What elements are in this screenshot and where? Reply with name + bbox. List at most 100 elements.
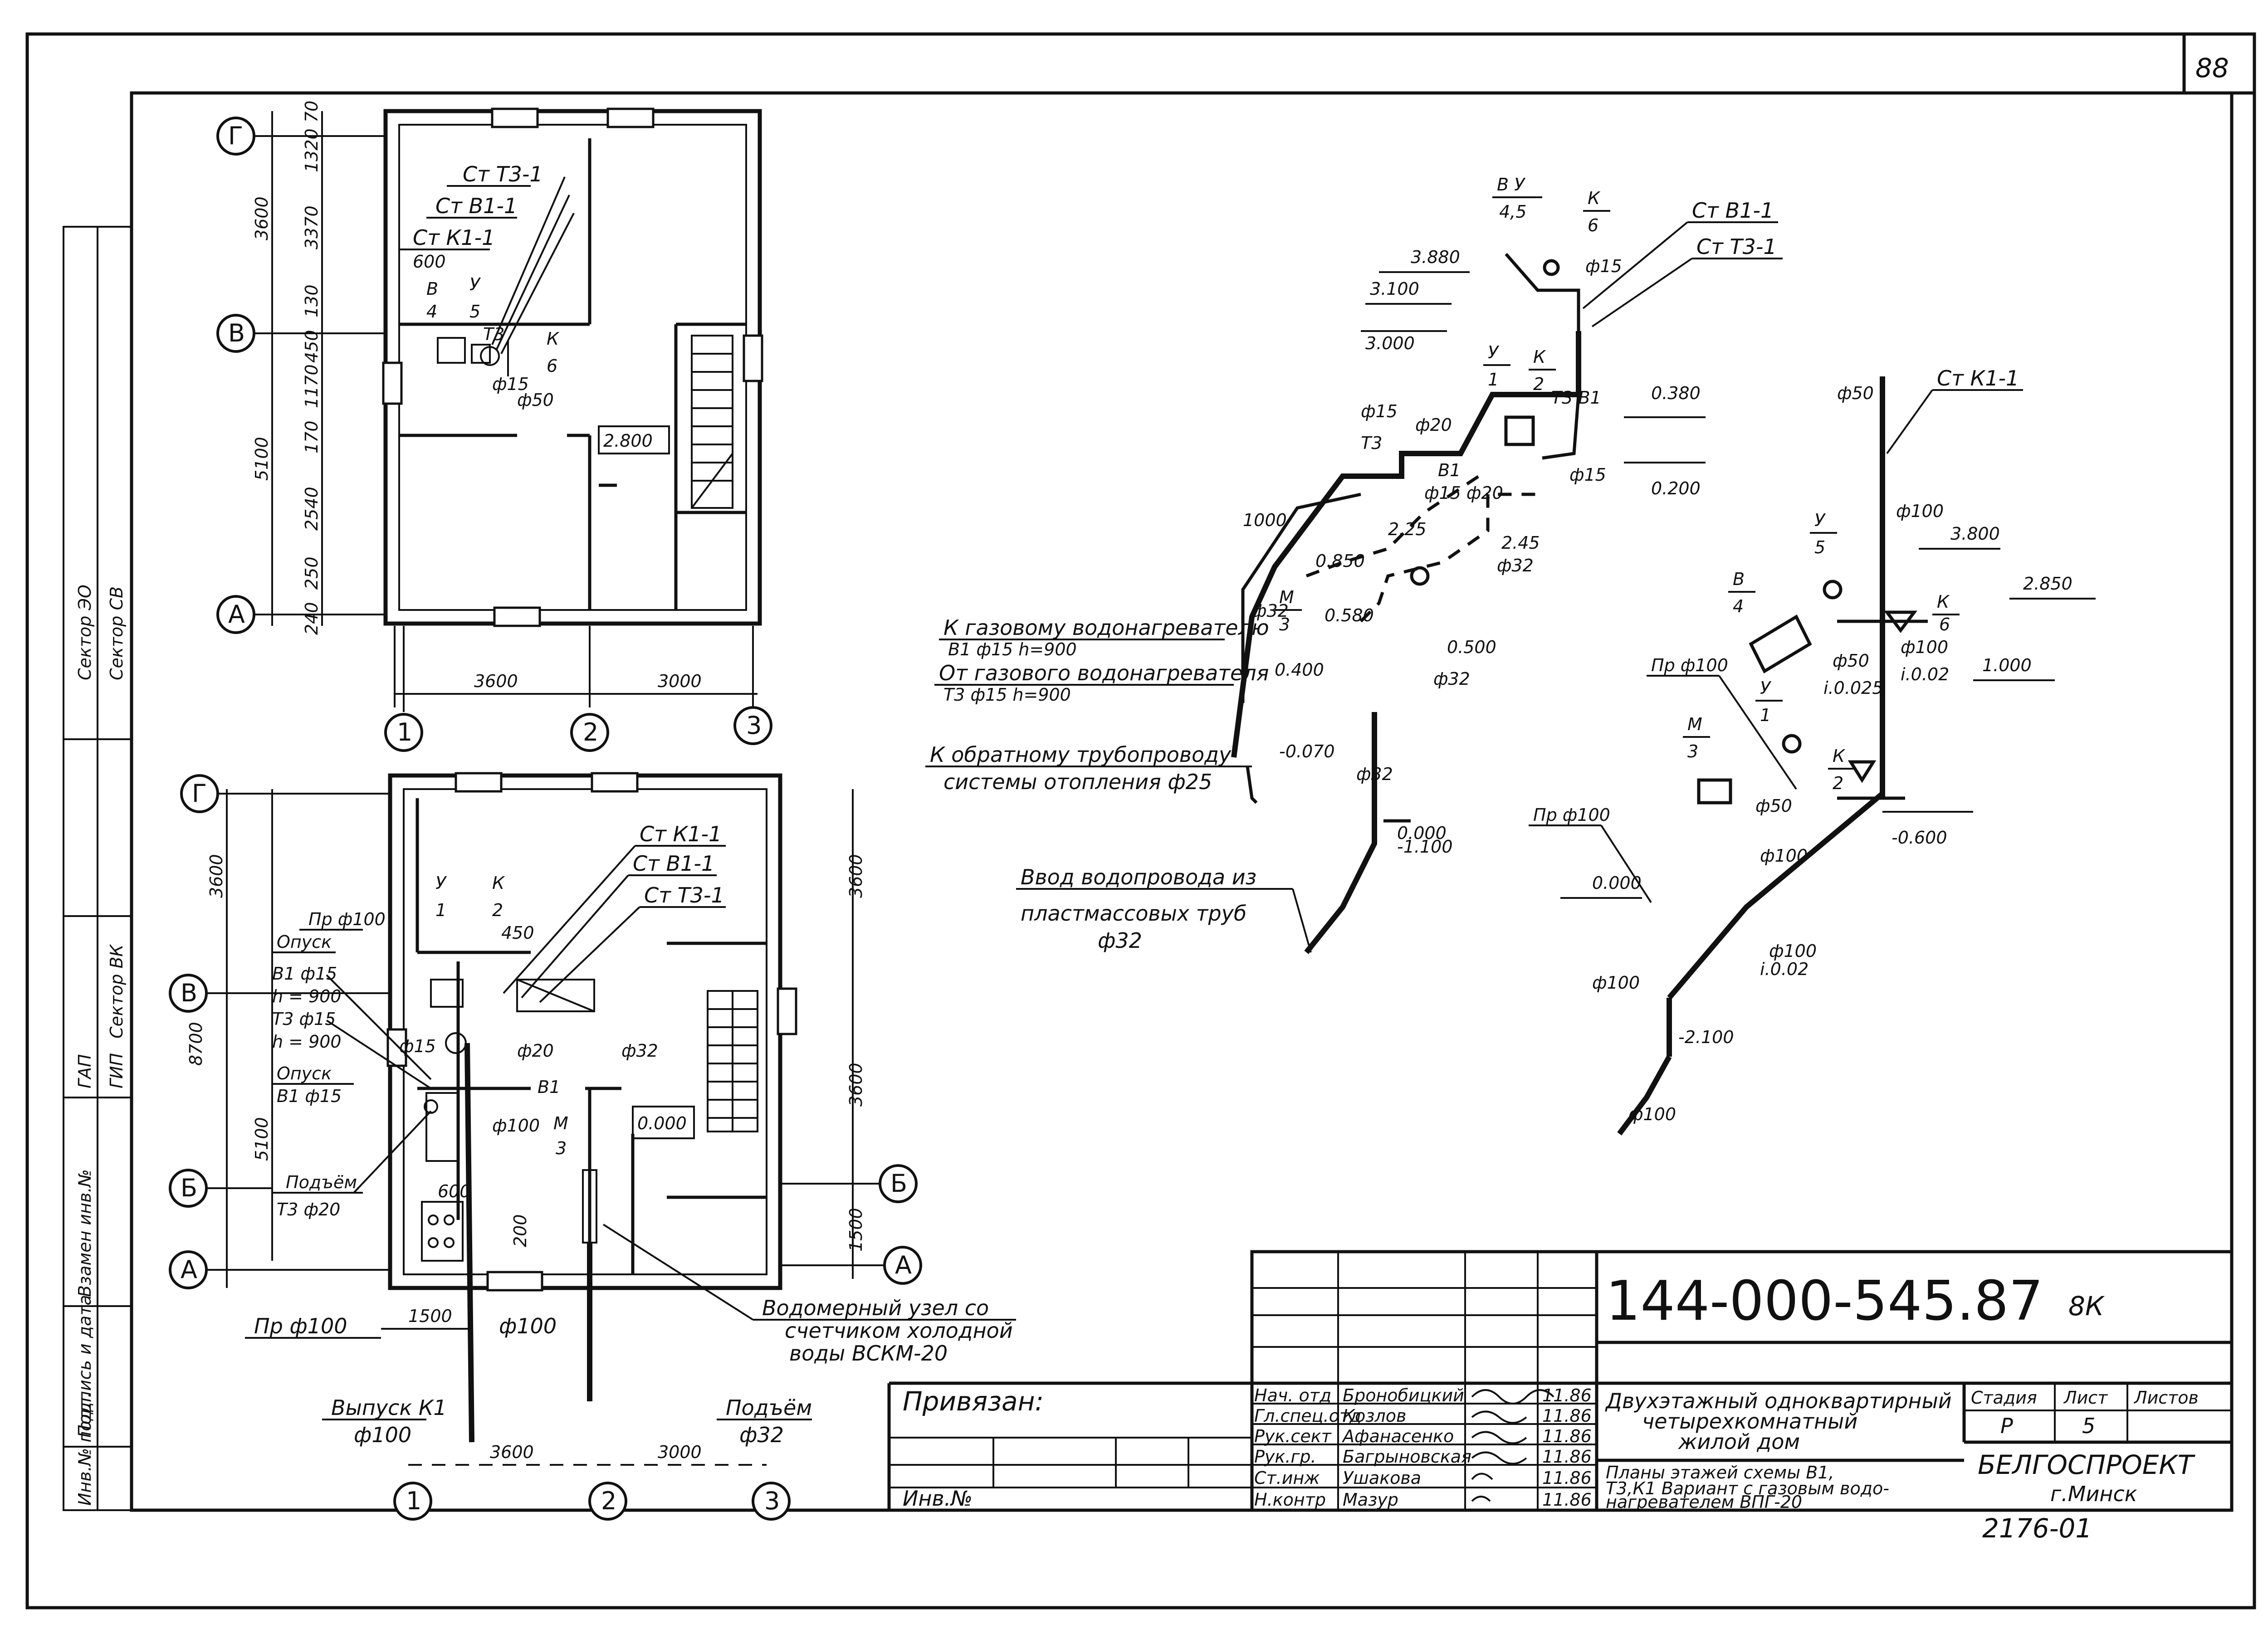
lower-dim-h-3600: 3600 bbox=[490, 1442, 534, 1462]
sheet-desc-line3: нагревателем ВПГ-20 bbox=[1606, 1492, 1802, 1512]
upper-riser-v1: Ст В1-1 bbox=[435, 194, 517, 218]
k1-pipe-f100-a: ф100 bbox=[1896, 501, 1944, 521]
signature-0 bbox=[1471, 1389, 1554, 1405]
signer-role-1: Гл.спец.отд bbox=[1254, 1406, 1361, 1426]
lower-label-v1f15: В1 ф15 bbox=[272, 964, 337, 984]
signer-role-2: Рук.сект bbox=[1254, 1426, 1332, 1446]
v1-fix-k: К bbox=[1588, 188, 1601, 208]
signer-date-1: 11.86 bbox=[1542, 1406, 1592, 1426]
lower-label-podyom: Подъём bbox=[286, 1172, 357, 1192]
sheet-desc-line2: Т3,К1 Вариант с газовым водо- bbox=[1606, 1478, 1889, 1498]
side-label-vzamen: Взамен инв.№ bbox=[75, 1169, 95, 1297]
upper-dim-1320: 1320 bbox=[302, 128, 322, 172]
axis-bubble-g-upper bbox=[216, 117, 255, 156]
lower-label-1: 1 bbox=[435, 900, 446, 920]
axis-bubble-v-upper bbox=[216, 314, 255, 353]
upper-riser-t3: Ст Т3-1 bbox=[463, 162, 543, 186]
lower-dim-3600-r1: 3600 bbox=[846, 854, 866, 898]
upper-dim-2540: 2540 bbox=[302, 487, 322, 531]
upper-note-f50: ф50 bbox=[517, 390, 554, 410]
side-label-sektor-eo: Сектор ЭО bbox=[75, 585, 95, 680]
axis-bubble-1-lower bbox=[393, 1482, 432, 1521]
side-label-gap: ГАП bbox=[75, 1054, 95, 1088]
k1-fix-k6: К bbox=[1937, 592, 1950, 612]
lower-level: 0.000 bbox=[637, 1113, 687, 1133]
signer-name-1: Козлов bbox=[1343, 1406, 1406, 1426]
bottom-number: 2176-01 bbox=[1982, 1513, 2092, 1544]
lower-label-f20: ф20 bbox=[517, 1041, 554, 1061]
v1-fix-f32: ф32 bbox=[1252, 601, 1289, 621]
upper-dim-1170: 1170 bbox=[302, 364, 322, 408]
k1-fix-2: 2 bbox=[1833, 773, 1843, 793]
v1-fix-1000: 1000 bbox=[1243, 510, 1287, 530]
v1-fix-m: М bbox=[1279, 587, 1294, 607]
privyazan-label: Привязан: bbox=[903, 1386, 1044, 1417]
lower-label-t3f15: Т3 ф15 bbox=[272, 1009, 336, 1029]
k1-fix-m3: М bbox=[1687, 714, 1702, 734]
sheet-desc-line1: Планы этажей схемы В1, bbox=[1606, 1463, 1834, 1483]
side-label-sektor-sv: Сектор СВ bbox=[107, 586, 127, 680]
k1-slope-c: i.0.02 bbox=[1760, 959, 1809, 979]
sheet-value: 5 bbox=[2082, 1414, 2095, 1438]
k1-pr2: Пр ф100 bbox=[1533, 805, 1610, 825]
lower-axes: Г В Б А Б А 1 2 3 bbox=[169, 774, 922, 1521]
signer-role-3: Рук.гр. bbox=[1254, 1447, 1316, 1467]
v1-level-3000: 3.000 bbox=[1365, 333, 1415, 353]
v1-fix-v1: В1 bbox=[1438, 460, 1461, 480]
lower-label-f100: ф100 bbox=[492, 1116, 540, 1136]
axis-1-lower: 1 bbox=[406, 1487, 421, 1515]
stage-value: Р bbox=[2000, 1414, 2013, 1438]
k1-fix-5: 5 bbox=[1814, 537, 1825, 557]
lower-label-h900-1: h = 900 bbox=[272, 986, 342, 1006]
upper-riser-k1: Ст К1-1 bbox=[413, 225, 495, 250]
upper-dim-250: 250 bbox=[302, 556, 322, 590]
axis-bubble-2-upper bbox=[570, 713, 609, 752]
lower-dim-3600-r2: 3600 bbox=[846, 1063, 866, 1107]
signer-date-3: 11.86 bbox=[1542, 1447, 1592, 1467]
v1-fix-u: У bbox=[1488, 342, 1500, 362]
lower-label-opusk2: Опуск bbox=[277, 1063, 332, 1083]
k1-slope-b: i.0.02 bbox=[1901, 664, 1949, 684]
signer-name-5: Мазур bbox=[1343, 1490, 1398, 1510]
plan-upper: 2.800 Ст Т3-1 Ст В1-1 Ст К1-1 600 В 4 У … bbox=[252, 101, 763, 707]
axis-3-lower: 3 bbox=[764, 1487, 780, 1515]
scheme-k1: ф50 Ст К1-1 3.800 2.850 1.000 -0.600 0.0… bbox=[1529, 366, 2096, 1136]
stamp-code: 144-000-545.87 bbox=[1606, 1270, 2043, 1333]
stair-lower bbox=[707, 990, 758, 1132]
v1-level-0850: 0.850 bbox=[1315, 551, 1365, 571]
axis-2-upper: 2 bbox=[583, 718, 598, 746]
k1-fix-4: 4 bbox=[1733, 596, 1744, 616]
k1-level-m2100: -2.100 bbox=[1678, 1027, 1734, 1047]
signer-role-5: Н.контр bbox=[1254, 1490, 1326, 1510]
k1-slope-a: i.0.025 bbox=[1823, 678, 1883, 698]
sheet-outer-frame bbox=[25, 32, 2256, 1610]
signature-4 bbox=[1471, 1473, 1493, 1480]
title-line1: Двухэтажный одноквартирный bbox=[1605, 1389, 1952, 1413]
lower-label-600: 600 bbox=[438, 1181, 471, 1201]
org-line1: БЕЛГОСПРОЕКТ bbox=[1978, 1449, 2196, 1480]
lower-label-v1: В1 bbox=[538, 1077, 560, 1097]
v1-level-0400: 0.400 bbox=[1275, 660, 1324, 680]
v1-intake-level: -1.100 bbox=[1397, 837, 1453, 857]
stage-label: Стадия bbox=[1971, 1388, 2037, 1408]
axis-b-lower-right: Б bbox=[890, 1169, 907, 1198]
axis-2-lower: 2 bbox=[601, 1487, 616, 1515]
v1-pipe-f32-c: ф32 bbox=[1356, 764, 1393, 784]
v1-level-0200: 0.200 bbox=[1651, 478, 1701, 498]
upper-dim-h-3600: 3600 bbox=[474, 671, 518, 691]
v1-pipe-f15-left: ф15 bbox=[1361, 401, 1398, 421]
upper-dim-450: 450 bbox=[302, 330, 322, 363]
axis-1-upper: 1 bbox=[397, 718, 412, 746]
axis-a-lower-right: А bbox=[895, 1251, 912, 1279]
side-label-podpis: Подпись и дата bbox=[75, 1295, 95, 1438]
signature-3 bbox=[1471, 1451, 1527, 1465]
k1-fix-1: 1 bbox=[1760, 705, 1771, 725]
k1-pipe-f100-b: ф100 bbox=[1901, 637, 1948, 657]
axis-g-lower: Г bbox=[192, 779, 207, 808]
lower-label-t3f20: Т3 ф20 bbox=[277, 1200, 340, 1219]
v1-fix-45: 4,5 bbox=[1499, 202, 1526, 222]
upper-dim-h-3000: 3000 bbox=[658, 671, 702, 691]
lower-f100-bottom: ф100 bbox=[499, 1314, 557, 1338]
v1-pipe-f32: ф32 bbox=[1497, 556, 1534, 576]
